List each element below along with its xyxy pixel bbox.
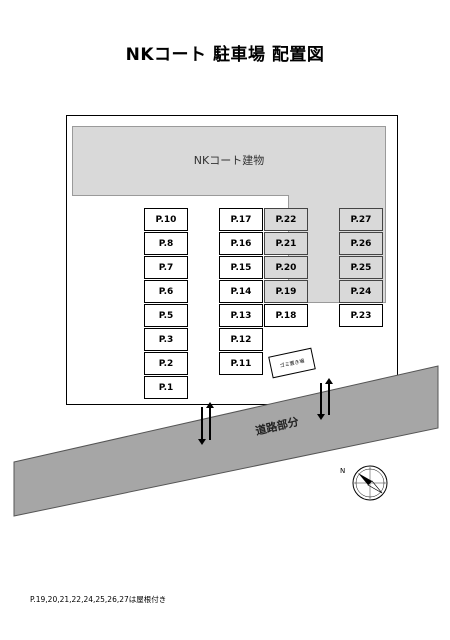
entrance-arrow-right	[317, 378, 333, 420]
building	[72, 126, 386, 196]
compass-icon	[352, 465, 388, 501]
parking-space[interactable]: P.16	[219, 232, 263, 255]
building-label: NKコート建物	[193, 154, 265, 167]
page-title: NKコート 駐車場 配置図	[125, 45, 325, 65]
parking-space[interactable]: P.14	[219, 280, 263, 303]
parking-space[interactable]: P.5	[144, 304, 188, 327]
parking-space[interactable]: P.13	[219, 304, 263, 327]
parking-space[interactable]: P.10	[144, 208, 188, 231]
parking-space[interactable]: P.15	[219, 256, 263, 279]
entrance-arrow-left	[198, 402, 214, 445]
parking-space[interactable]: P.8	[144, 232, 188, 255]
footnote: P.19,20,21,22,24,25,26,27は屋根付き	[30, 595, 167, 604]
parking-space[interactable]: P.3	[144, 328, 188, 351]
compass-north-label: N	[340, 467, 346, 475]
parking-space[interactable]: P.11	[219, 352, 263, 375]
parking-space[interactable]: P.18	[264, 304, 308, 327]
parking-space-roofed[interactable]: P.21	[264, 232, 308, 255]
road	[13, 365, 439, 517]
parking-space-roofed[interactable]: P.20	[264, 256, 308, 279]
parking-space[interactable]: P.7	[144, 256, 188, 279]
parking-space[interactable]: P.6	[144, 280, 188, 303]
parking-space[interactable]: P.17	[219, 208, 263, 231]
parking-space-roofed[interactable]: P.27	[339, 208, 383, 231]
parking-space-roofed[interactable]: P.24	[339, 280, 383, 303]
parking-space[interactable]: P.23	[339, 304, 383, 327]
parking-space[interactable]: P.2	[144, 352, 188, 375]
parking-space-roofed[interactable]: P.19	[264, 280, 308, 303]
parking-space-roofed[interactable]: P.22	[264, 208, 308, 231]
parking-space-roofed[interactable]: P.25	[339, 256, 383, 279]
parking-space[interactable]: P.1	[144, 376, 188, 399]
parking-space-roofed[interactable]: P.26	[339, 232, 383, 255]
parking-space[interactable]: P.12	[219, 328, 263, 351]
